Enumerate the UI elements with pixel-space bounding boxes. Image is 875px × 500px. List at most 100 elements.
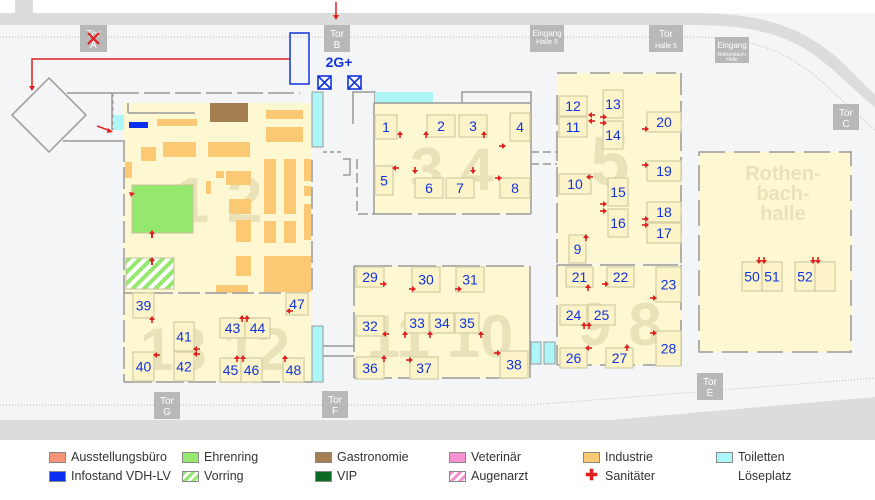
- booth-37[interactable]: 37: [409, 356, 439, 380]
- booth-23[interactable]: 23: [655, 266, 682, 303]
- entry-arrow-icon: [427, 331, 433, 338]
- entry-arrow-icon: [494, 350, 501, 356]
- booth-7[interactable]: 7: [445, 177, 475, 199]
- booth-11[interactable]: 11: [558, 116, 588, 138]
- rothenbachhalle[interactable]: Rothen- bach- halle: [698, 151, 852, 353]
- booth-40[interactable]: 40: [132, 351, 155, 382]
- booth-10[interactable]: 10: [558, 173, 592, 195]
- hall-1-2[interactable]: 1 2: [113, 91, 324, 293]
- booth-48[interactable]: 48: [282, 357, 305, 383]
- entry-arrow-icon: [193, 346, 200, 352]
- entry-arrow-icon: [455, 286, 462, 292]
- hall-label-rothenbach-2: bach-: [756, 183, 809, 205]
- booth-4[interactable]: 4: [509, 112, 531, 142]
- booth-15[interactable]: 15: [607, 177, 629, 207]
- entry-arrow-icon: [409, 286, 416, 292]
- svg-text:E: E: [707, 388, 714, 399]
- entry-arrow-icon: [478, 331, 484, 338]
- booth-46[interactable]: 46: [240, 357, 263, 383]
- booth-25[interactable]: 25: [587, 304, 616, 326]
- booth-42[interactable]: 42: [173, 351, 195, 382]
- booth-35[interactable]: 35: [454, 312, 480, 334]
- legend-label: Sanitäter: [605, 469, 656, 483]
- booth-28[interactable]: 28: [655, 330, 682, 367]
- entry-arrow-icon: [650, 330, 657, 336]
- booth-50[interactable]: 50: [741, 261, 763, 292]
- booth-number: 13: [605, 96, 621, 112]
- booth-number: 11: [566, 119, 581, 135]
- entry-arrow-icon: [149, 316, 155, 323]
- legend-item-vorring-striped: Vorring: [182, 468, 244, 484]
- legend-swatch: [315, 470, 332, 482]
- booth-19[interactable]: 19: [646, 160, 682, 182]
- booth-41[interactable]: 41: [173, 321, 195, 352]
- entry-arrow-icon: [193, 351, 200, 357]
- booth-17[interactable]: 17: [646, 222, 682, 244]
- booth-12[interactable]: 12: [558, 95, 588, 117]
- svg-text:Tor: Tor: [328, 395, 343, 406]
- entry-arrow-icon: [244, 315, 250, 322]
- booth-5[interactable]: 5: [374, 165, 394, 196]
- entry-arrow-icon: [382, 331, 389, 337]
- booth-47[interactable]: 47: [285, 292, 309, 316]
- booth-26[interactable]: 26: [559, 347, 588, 369]
- entry-arrow-icon: [397, 131, 403, 138]
- booth-38[interactable]: 38: [499, 350, 529, 379]
- booth-number: 50: [744, 269, 760, 285]
- booth-number: 32: [362, 318, 378, 334]
- booth-1[interactable]: 1: [374, 114, 398, 140]
- booth-27[interactable]: 27: [605, 347, 634, 369]
- booth-51[interactable]: 51: [761, 261, 783, 292]
- svg-text:A: A: [90, 40, 97, 51]
- booth-32[interactable]: 32: [355, 315, 385, 337]
- booth-36[interactable]: 36: [355, 356, 385, 380]
- entrance-box: [289, 32, 310, 85]
- booth-number: 22: [613, 269, 629, 285]
- booth-14[interactable]: 14: [602, 120, 624, 150]
- legend-item-gastronomie: Gastronomie: [315, 449, 409, 465]
- legend-item-augenarzt-striped: Augenarzt: [449, 468, 528, 484]
- entrance-2g-label: 2G+: [326, 54, 353, 70]
- booth-9[interactable]: 9: [568, 234, 587, 264]
- booth-39[interactable]: 39: [132, 292, 155, 319]
- booth-18[interactable]: 18: [646, 201, 682, 223]
- booth-empty[interactable]: [814, 261, 836, 292]
- entry-arrow-icon: [585, 345, 592, 351]
- booth-31[interactable]: 31: [455, 266, 485, 293]
- legend-label: Vorring: [204, 469, 244, 483]
- booth-21[interactable]: 21: [565, 266, 594, 288]
- entry-arrow-icon: [588, 112, 595, 118]
- booth-number: 36: [362, 360, 378, 376]
- svg-text:C: C: [842, 119, 849, 130]
- booth-22[interactable]: 22: [606, 266, 635, 288]
- booth-33[interactable]: 33: [404, 312, 430, 334]
- booth-34[interactable]: 34: [429, 312, 455, 334]
- entry-arrow-icon: [650, 295, 657, 301]
- booth-13[interactable]: 13: [602, 89, 624, 119]
- booth-number: 12: [565, 98, 581, 114]
- booth-2[interactable]: 2: [426, 114, 456, 138]
- entry-arrow-icon: [624, 344, 630, 351]
- booth-number: 27: [612, 350, 628, 366]
- booth-3[interactable]: 3: [458, 114, 488, 138]
- entry-arrow-icon: [412, 167, 418, 174]
- booth-number: 44: [250, 320, 266, 336]
- booth-16[interactable]: 16: [607, 208, 629, 238]
- booth-29[interactable]: 29: [355, 266, 385, 288]
- booth-45[interactable]: 45: [219, 357, 242, 383]
- booth-8[interactable]: 8: [499, 177, 531, 199]
- booth-44[interactable]: 44: [244, 317, 271, 339]
- legend-label: Ehrenring: [204, 450, 259, 464]
- entry-arrow-icon: [381, 355, 387, 362]
- booth-24[interactable]: 24: [559, 304, 588, 326]
- booth-number: 47: [289, 296, 305, 312]
- booth-52[interactable]: 52: [794, 261, 816, 292]
- booth-30[interactable]: 30: [411, 266, 441, 293]
- road-north: [0, 13, 875, 108]
- entry-arrow-icon: [240, 355, 246, 362]
- booth-6[interactable]: 6: [414, 177, 444, 199]
- booth-20[interactable]: 20: [646, 111, 682, 133]
- legend-swatch: [449, 470, 466, 482]
